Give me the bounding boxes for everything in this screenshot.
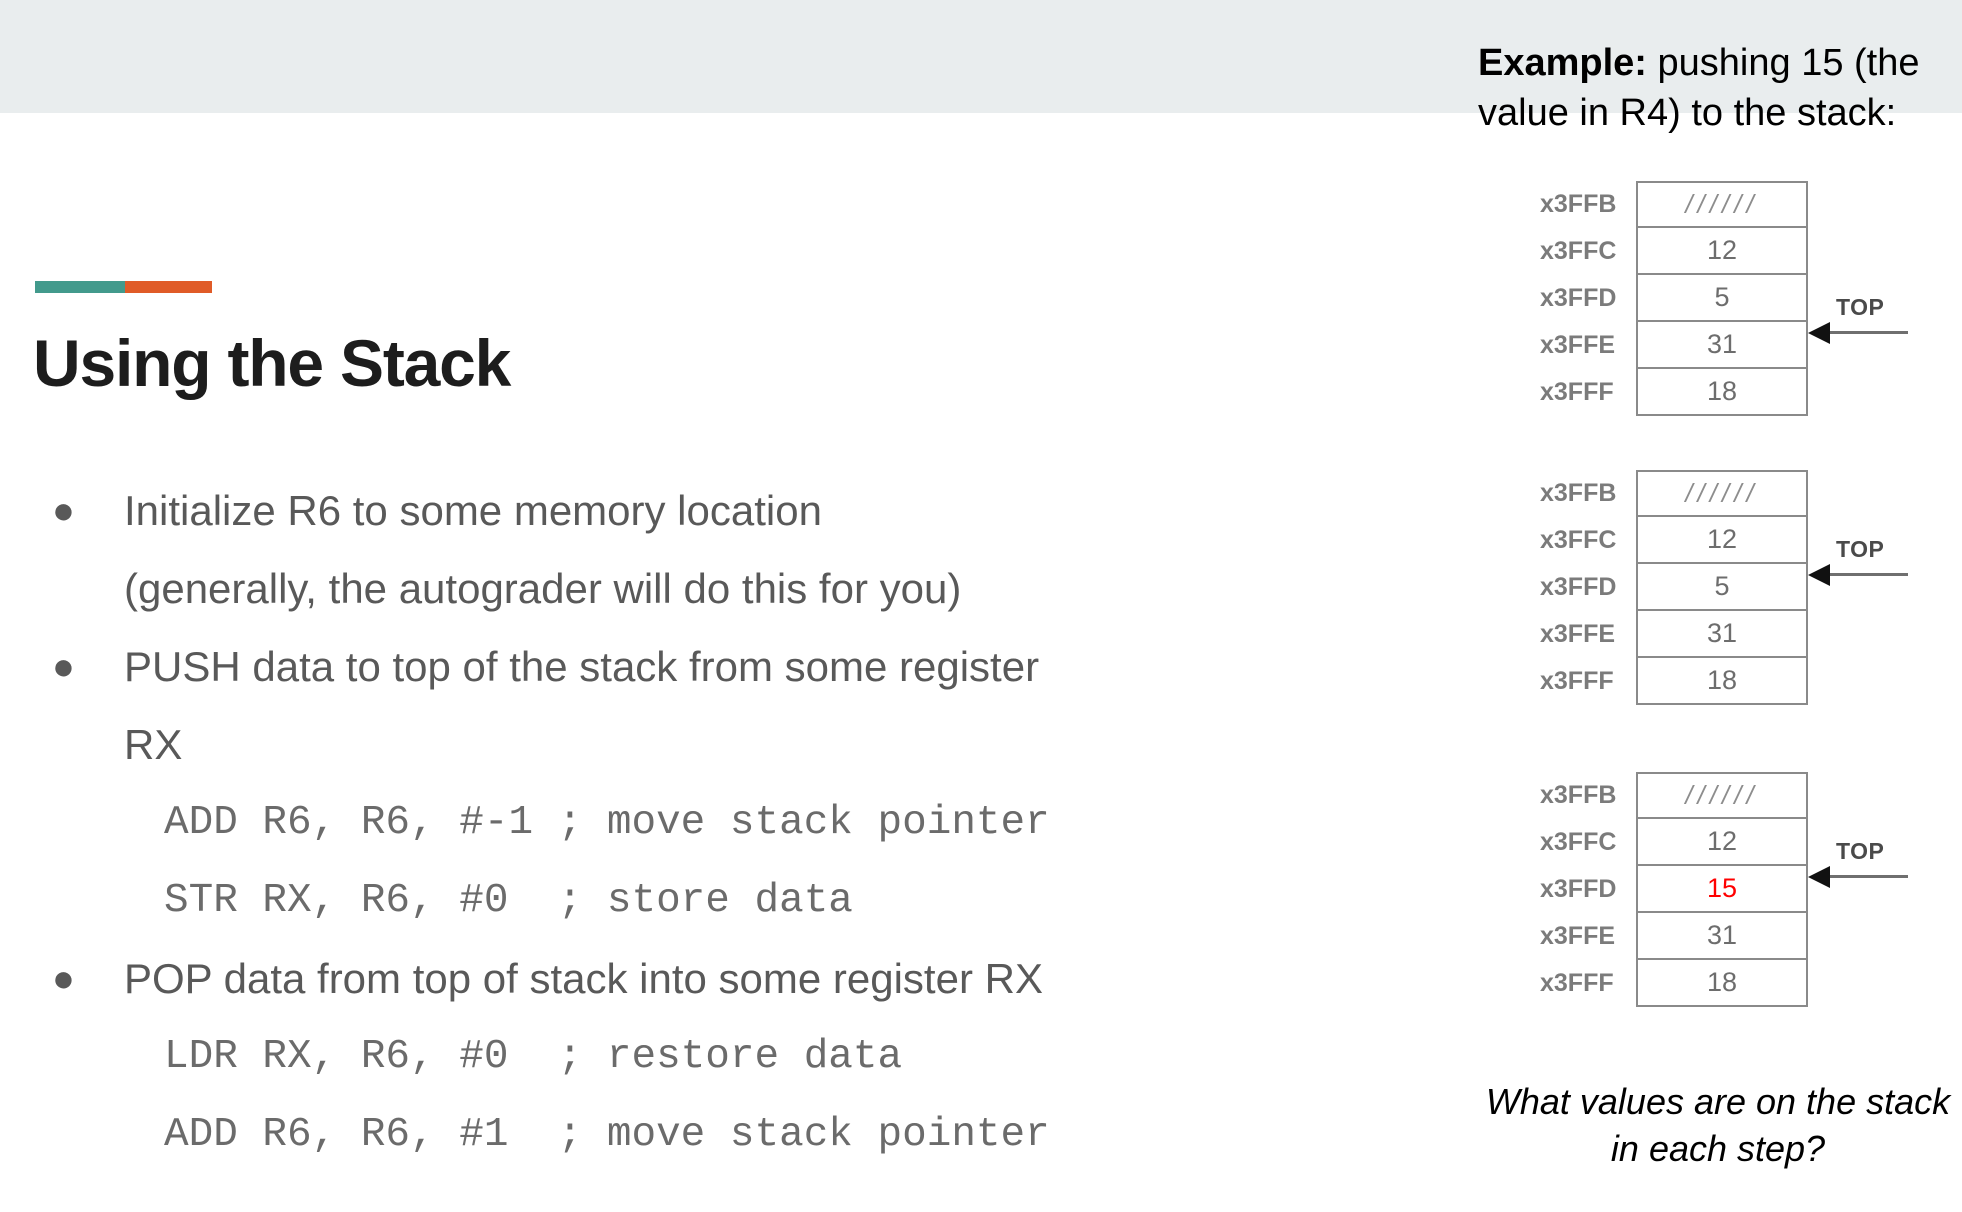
stack-value: 12 [1636, 228, 1808, 275]
stack-value: ////// [1636, 181, 1808, 228]
table-row: x3FFE 31 [1540, 611, 1808, 658]
stack-table: x3FFB ////// x3FFC 12 x3FFD 15 x3FFE 31 … [1540, 772, 1908, 1007]
table-row: x3FFC 12 [1540, 819, 1808, 866]
code-line-pop-ldr: LDR RX, R6, #0 ; restore data [164, 1034, 903, 1080]
table-row: x3FFF 18 [1540, 658, 1808, 705]
stack-table: x3FFB ////// x3FFC 12 x3FFD 5 x3FFE 31 x… [1540, 181, 1908, 416]
bullet-list: ● Initialize R6 to some memory location … [46, 472, 1406, 1174]
top-arrow-line-icon [1822, 573, 1908, 576]
stack-address: x3FFC [1540, 526, 1617, 554]
top-arrow-head-icon [1808, 564, 1830, 586]
top-pointer-label: TOP [1836, 536, 1885, 562]
stack-address: x3FFB [1540, 781, 1617, 809]
accent-bar-orange-segment [125, 281, 212, 293]
top-arrow-line-icon [1822, 331, 1908, 334]
list-item: RX [46, 706, 1406, 784]
stack-value: 31 [1636, 913, 1808, 960]
example-caption: Example: pushing 15 (the value in R4) to… [1478, 38, 1948, 138]
list-item: ● POP data from top of stack into some r… [46, 940, 1406, 1018]
code-line-push-add: ADD R6, R6, #-1 ; move stack pointer [164, 800, 1050, 846]
top-pointer-label: TOP [1836, 838, 1885, 864]
table-row: x3FFB ////// [1540, 181, 1808, 228]
page-title: Using the Stack [33, 326, 511, 400]
stack-value: 18 [1636, 369, 1808, 416]
stack-value: ////// [1636, 470, 1808, 517]
list-item: ● PUSH data to top of the stack from som… [46, 628, 1406, 706]
stack-address: x3FFB [1540, 190, 1617, 218]
accent-bar-teal-segment [35, 281, 125, 293]
code-line-push-str: STR RX, R6, #0 ; store data [164, 878, 853, 924]
stack-value: 18 [1636, 960, 1808, 1007]
stack-address: x3FFD [1540, 284, 1617, 312]
stack-address: x3FFE [1540, 620, 1616, 648]
table-row: x3FFD 15 [1540, 866, 1808, 913]
stack-address: x3FFD [1540, 875, 1617, 903]
stack-value-highlighted: 15 [1636, 866, 1808, 913]
stack-address: x3FFB [1540, 479, 1617, 507]
top-pointer-marker: TOP [1808, 536, 1928, 588]
stack-address: x3FFD [1540, 573, 1617, 601]
table-row: x3FFC 12 [1540, 517, 1808, 564]
stack-address: x3FFC [1540, 828, 1617, 856]
table-row: x3FFB ////// [1540, 772, 1808, 819]
table-row: x3FFB ////// [1540, 470, 1808, 517]
stack-value: 5 [1636, 275, 1808, 322]
table-row: x3FFD 5 [1540, 564, 1808, 611]
stack-address: x3FFE [1540, 922, 1616, 950]
table-row: x3FFD 5 [1540, 275, 1808, 322]
top-arrow-head-icon [1808, 866, 1830, 888]
table-row: x3FFE 31 [1540, 913, 1808, 960]
question-caption: What values are on the stack in each ste… [1485, 1081, 1951, 1169]
stack-value: 12 [1636, 819, 1808, 866]
stack-address: x3FFF [1540, 378, 1614, 406]
stack-value: 31 [1636, 611, 1808, 658]
accent-bar [35, 281, 212, 293]
stack-value: 18 [1636, 658, 1808, 705]
bullet-text: RX [124, 721, 183, 768]
bullet-text: PUSH data to top of the stack from some … [124, 643, 1040, 690]
stack-address: x3FFF [1540, 969, 1614, 997]
stack-table: x3FFB ////// x3FFC 12 x3FFD 5 x3FFE 31 x… [1540, 470, 1908, 705]
stack-value: ////// [1636, 772, 1808, 819]
stack-address: x3FFC [1540, 237, 1617, 265]
stack-address: x3FFE [1540, 331, 1616, 359]
code-line-pop-add: ADD R6, R6, #1 ; move stack pointer [164, 1112, 1050, 1158]
bullet-dot-icon: ● [52, 490, 75, 532]
list-item: ● Initialize R6 to some memory location [46, 472, 1406, 550]
stack-value: 31 [1636, 322, 1808, 369]
top-pointer-marker: TOP [1808, 838, 1928, 890]
stack-diagram-step-2: x3FFB ////// x3FFC 12 x3FFD 5 x3FFE 31 x… [1540, 470, 1908, 705]
stack-value: 12 [1636, 517, 1808, 564]
top-pointer-marker: TOP [1808, 294, 1928, 346]
bullet-text: (generally, the autograder will do this … [124, 565, 962, 612]
table-row: x3FFE 31 [1540, 322, 1808, 369]
table-row: x3FFF 18 [1540, 369, 1808, 416]
stack-address: x3FFF [1540, 667, 1614, 695]
bullet-dot-icon: ● [52, 646, 75, 688]
bullet-text: Initialize R6 to some memory location [124, 487, 822, 534]
stack-diagram-step-3: x3FFB ////// x3FFC 12 x3FFD 15 x3FFE 31 … [1540, 772, 1908, 1007]
table-row: x3FFC 12 [1540, 228, 1808, 275]
top-arrow-line-icon [1822, 875, 1908, 878]
header-band [0, 0, 1962, 113]
bullet-dot-icon: ● [52, 958, 75, 1000]
example-label: Example: [1478, 42, 1647, 84]
list-item: (generally, the autograder will do this … [46, 550, 1406, 628]
top-pointer-label: TOP [1836, 294, 1885, 320]
example-text: pushing 15 (the value in R4) to the stac… [1478, 42, 1920, 134]
stack-value: 5 [1636, 564, 1808, 611]
top-arrow-head-icon [1808, 322, 1830, 344]
bullet-text: POP data from top of stack into some reg… [124, 955, 1043, 1002]
stack-diagram-step-1: x3FFB ////// x3FFC 12 x3FFD 5 x3FFE 31 x… [1540, 181, 1908, 416]
table-row: x3FFF 18 [1540, 960, 1808, 1007]
